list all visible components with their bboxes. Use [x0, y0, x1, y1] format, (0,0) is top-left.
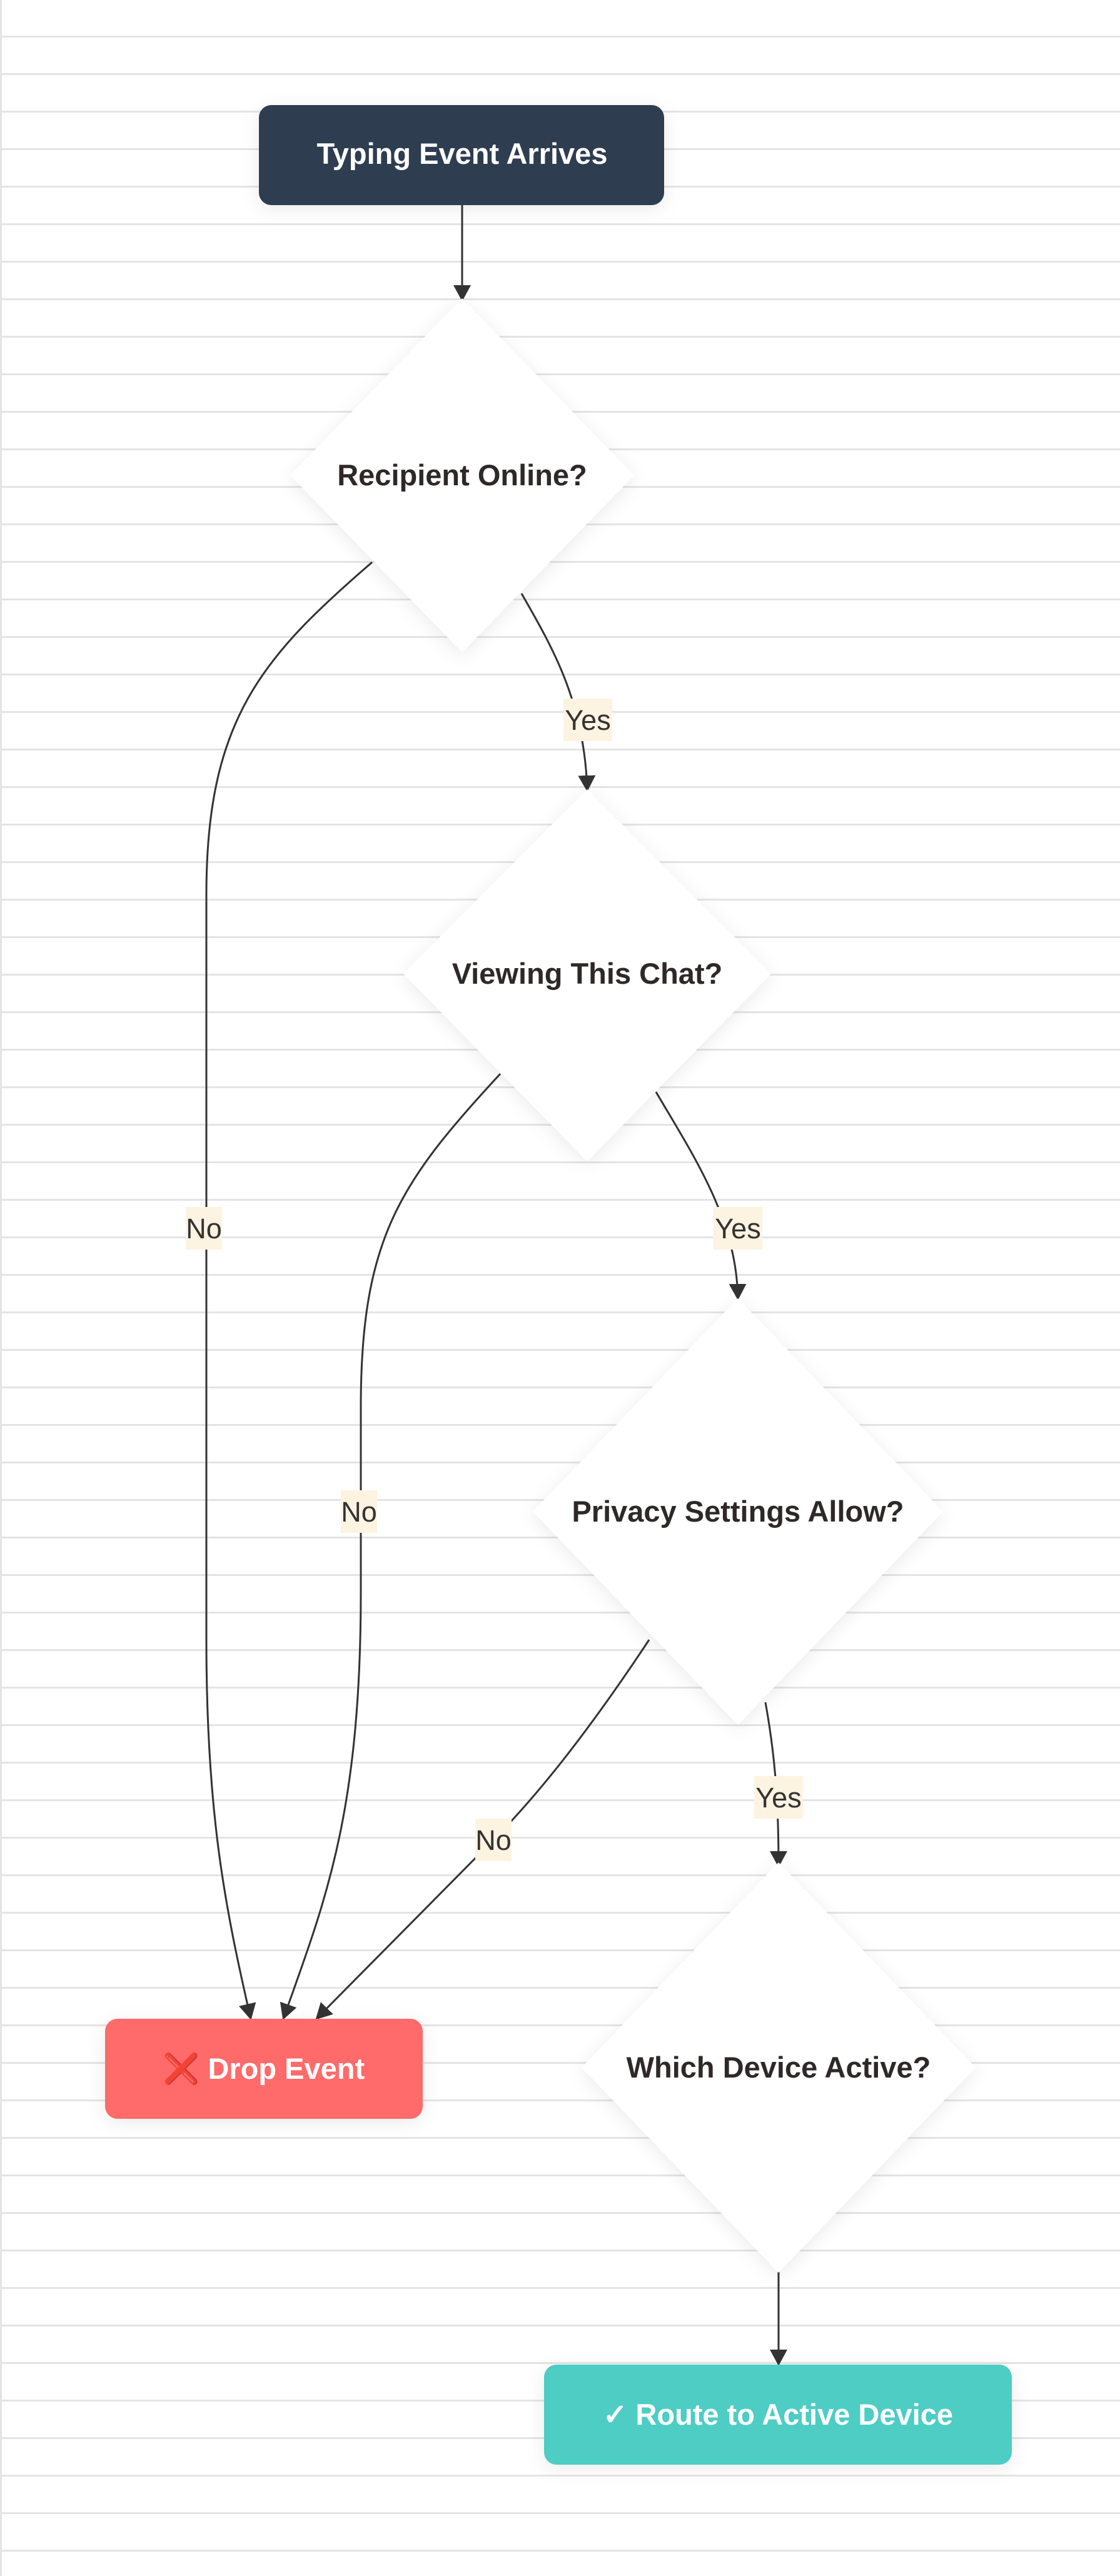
edge-label-privacy-no: No — [475, 1819, 512, 1861]
decision-recipient-online[interactable]: Recipient Online? — [290, 298, 634, 652]
edge-online-yes — [520, 593, 596, 792]
decision-privacy-settings[interactable]: Privacy Settings Allow? — [533, 1298, 943, 1725]
decision-which-device[interactable]: Which Device Active? — [582, 1862, 976, 2273]
edge-label-online-yes: Yes — [563, 699, 612, 741]
edge-label-text: Yes — [755, 1782, 801, 1814]
edge-label-privacy-yes: Yes — [754, 1776, 803, 1819]
edge-viewing-yes — [655, 1091, 747, 1300]
start-node-label: Typing Event Arrives — [317, 137, 608, 170]
route-active-device-label: ✓ Route to Active Device — [603, 2398, 953, 2431]
edge-label-text: No — [186, 1213, 222, 1245]
decision-which-device-label: Which Device Active? — [627, 2051, 931, 2084]
decision-privacy-settings-label: Privacy Settings Allow? — [572, 1495, 904, 1528]
edge-label-text: No — [475, 1824, 512, 1856]
edge-label-viewing-yes: Yes — [714, 1207, 762, 1250]
edge-label-viewing-no: No — [341, 1490, 377, 1533]
edge-label-text: No — [341, 1496, 377, 1528]
drop-event-node[interactable]: ❌ Drop Event — [105, 2019, 423, 2119]
edge-label-online-no: No — [186, 1207, 222, 1250]
edge-privacy-yes — [764, 1702, 787, 1867]
start-node[interactable]: Typing Event Arrives — [259, 105, 664, 205]
decision-viewing-chat-label: Viewing This Chat? — [452, 957, 723, 990]
decision-recipient-online-label: Recipient Online? — [337, 458, 587, 492]
edge-viewing-no — [280, 1073, 502, 2020]
drop-event-label: ❌ Drop Event — [163, 2052, 365, 2086]
decision-viewing-chat[interactable]: Viewing This Chat? — [403, 789, 771, 1161]
edge-label-text: Yes — [715, 1213, 760, 1245]
route-active-device-node[interactable]: ✓ Route to Active Device — [544, 2365, 1012, 2465]
edge-online-no — [205, 561, 373, 2020]
edge-label-text: Yes — [565, 704, 610, 736]
